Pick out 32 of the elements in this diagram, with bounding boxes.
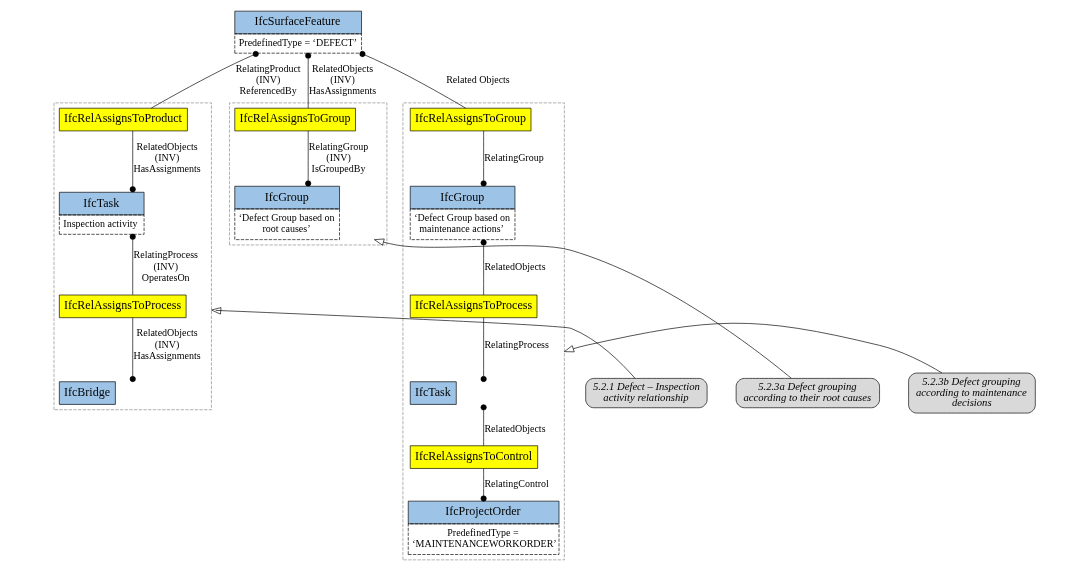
connector: [480, 468, 487, 502]
connector: [480, 317, 487, 382]
connector: [129, 130, 136, 193]
connector: [150, 50, 259, 109]
connector: [129, 317, 136, 382]
connector: [480, 404, 487, 446]
edge-label: RelatedObjects (INV) HasAssignments: [308, 62, 376, 97]
node-box: 5.2.3a Defect grouping according to their root causes: [735, 378, 880, 409]
cluster: [53, 102, 212, 411]
arrow: [373, 238, 792, 379]
edge-label: RelatingGroup: [483, 151, 544, 163]
cluster: [402, 102, 565, 561]
edge-label: RelatingProcess (INV) OperatesOn: [133, 249, 198, 283]
edge-label: RelatedObjects: [483, 422, 546, 434]
connector: [304, 52, 311, 109]
connector: [480, 130, 487, 187]
node-box: 5.2.1 Defect – Inspection activity relationship: [584, 378, 707, 409]
connector: [304, 130, 311, 187]
connector: [480, 239, 487, 296]
arrow: [210, 307, 635, 379]
edge-label: RelatedObjects (INV) HasAssignments: [132, 140, 201, 175]
edge-label: RelatingProduct (INV) ReferencedBy: [235, 62, 301, 97]
connector: [358, 50, 466, 109]
edge-label: RelatedObjects (INV) HasAssignments: [132, 327, 201, 362]
edge-label: Related Objects: [445, 73, 510, 85]
connector: [129, 233, 136, 296]
edge-label: RelatingProcess: [483, 338, 549, 350]
node-box: 5.2.3b Defect grouping according to maintenance decisions: [907, 372, 1036, 414]
arrow: [563, 322, 942, 374]
edge-label: RelatingControl: [483, 478, 549, 490]
edge-label: RelatedObjects: [483, 260, 546, 272]
edge-label: RelatingGroup (INV) IsGroupedBy: [308, 140, 368, 175]
